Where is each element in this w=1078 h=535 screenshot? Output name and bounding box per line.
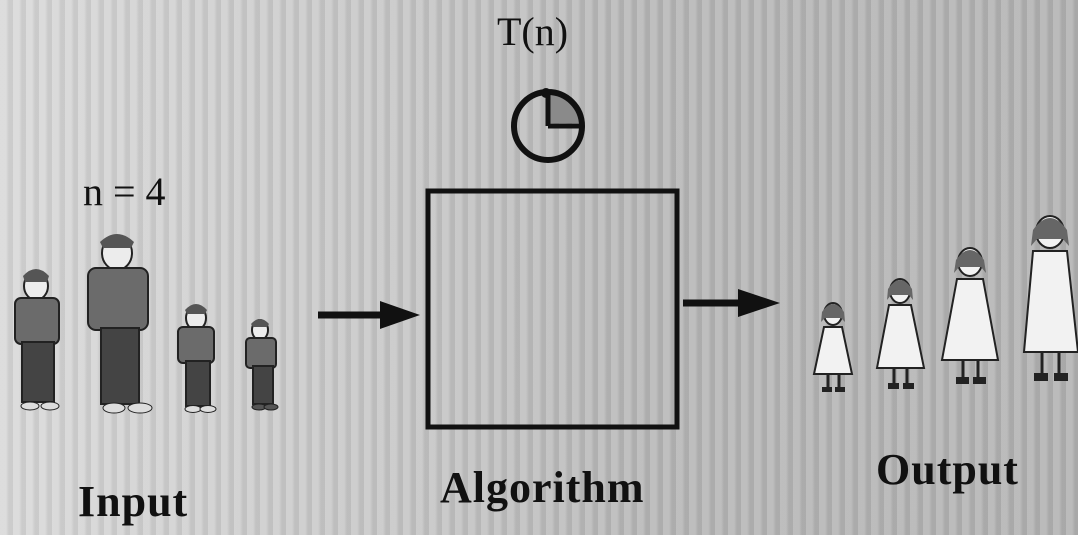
- boy-figure-short: [177, 304, 217, 413]
- boy-figure-shortest: [245, 319, 279, 411]
- arrow-right-icon: [683, 289, 780, 317]
- arrow-right-icon: [318, 301, 420, 329]
- algorithm-box: [425, 188, 680, 430]
- girl-figure-short: [875, 278, 926, 389]
- time-complexity-label: T(n): [497, 9, 569, 54]
- output-label: Output: [876, 445, 1019, 494]
- boy-figure-medium: [14, 269, 60, 411]
- girl-figure-shortest: [812, 302, 854, 392]
- girl-figure-medium: [940, 247, 1000, 384]
- algorithm-label: Algorithm: [440, 463, 645, 512]
- girl-figure-tall: [1022, 215, 1078, 381]
- boy-figure-tall: [87, 234, 153, 414]
- clock-icon: [511, 88, 585, 163]
- input-size-label: n = 4: [83, 169, 166, 214]
- input-label: Input: [78, 477, 189, 526]
